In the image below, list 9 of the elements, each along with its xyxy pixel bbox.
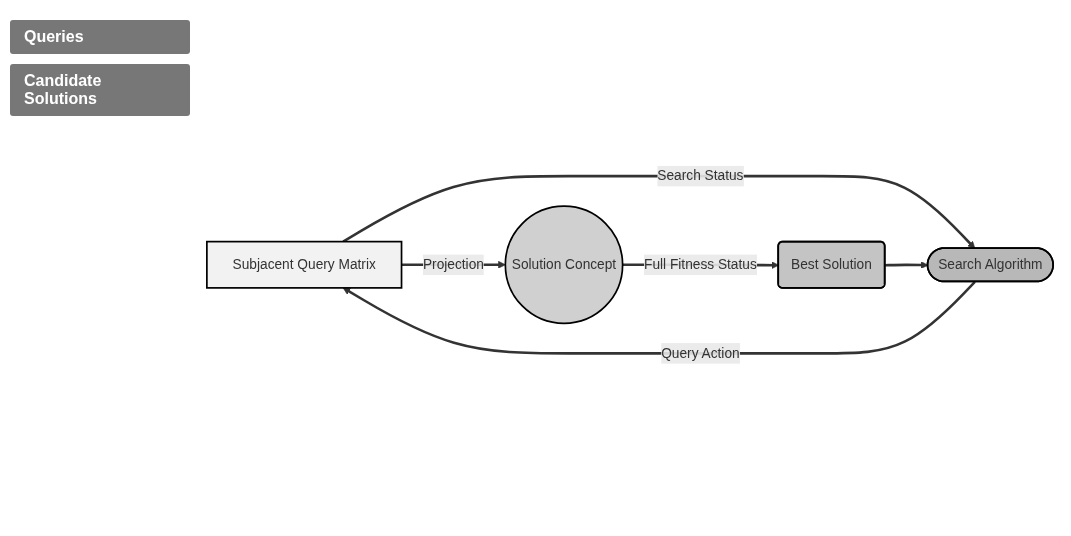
edge-label: Full Fitness Status	[644, 257, 757, 272]
node-box: Subjacent Query Matrix	[206, 241, 403, 289]
right-arrow-label: Queries	[10, 20, 190, 54]
node-circle: Solution Concept	[504, 205, 624, 325]
down-arrow-label: Candidate Solutions	[10, 64, 190, 116]
edge-label: Query Action	[661, 345, 740, 361]
edge-label: Search Status	[657, 168, 744, 184]
edge-label: Projection	[422, 257, 484, 272]
arrow	[342, 281, 976, 355]
